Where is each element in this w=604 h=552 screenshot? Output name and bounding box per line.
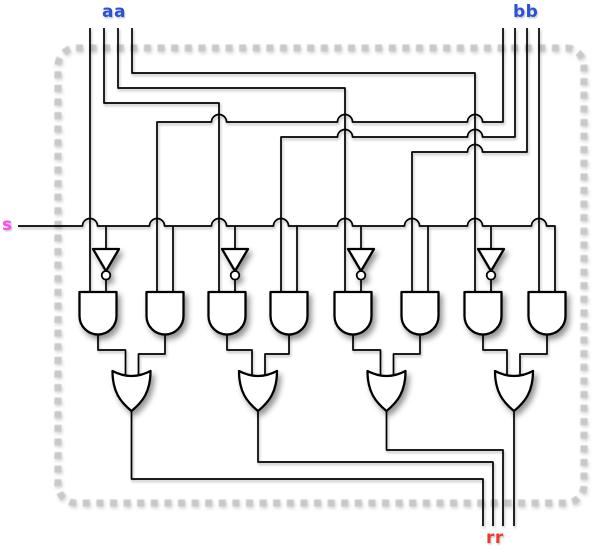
gate-layer xyxy=(78,247,567,413)
inverter-gate-4 xyxy=(476,247,506,273)
or-gate-4 xyxy=(493,369,535,413)
or-gate-2 xyxy=(237,369,279,413)
or-gate-3 xyxy=(366,369,407,413)
and-gate-6 xyxy=(400,290,440,336)
and-gate-1 xyxy=(78,290,118,336)
wire-30 xyxy=(385,410,504,526)
wire-24 xyxy=(352,334,382,380)
inverter-bubble-3 xyxy=(355,270,367,281)
wire-layer xyxy=(18,28,556,526)
wire-28 xyxy=(130,410,484,526)
inverter-bubble-4 xyxy=(485,270,497,281)
wire-1 xyxy=(103,28,220,294)
wire-26 xyxy=(482,334,508,380)
inverter-gate-1 xyxy=(91,247,121,273)
wire-5 xyxy=(280,28,516,294)
and-gate-2 xyxy=(145,290,185,336)
wire-8 xyxy=(18,217,556,294)
inverter-gate-2 xyxy=(220,247,250,273)
and-gate-4 xyxy=(269,290,309,336)
wire-25 xyxy=(392,334,421,380)
inverter-bubble-1 xyxy=(100,270,112,281)
wire-4 xyxy=(156,28,504,294)
inverter-gate-3 xyxy=(346,247,376,273)
input-bus-label-aa: aa xyxy=(102,2,126,22)
wire-6 xyxy=(411,28,528,294)
select-input-label-s: s xyxy=(2,215,13,235)
wire-21 xyxy=(137,334,166,380)
input-bus-label-bb: bb xyxy=(513,2,539,22)
output-bus-label-rr: rr xyxy=(486,528,504,548)
wire-23 xyxy=(264,334,290,380)
and-gate-8 xyxy=(527,290,567,336)
and-gate-7 xyxy=(463,290,503,336)
dashed-border-rect xyxy=(54,44,588,507)
wire-27 xyxy=(519,334,548,380)
wire-20 xyxy=(97,334,127,380)
wire-2 xyxy=(117,28,346,294)
inverter-bubble-2 xyxy=(229,270,241,281)
wire-3 xyxy=(131,28,476,294)
dashed-boundary xyxy=(54,44,588,507)
wire-22 xyxy=(226,334,253,380)
or-gate-1 xyxy=(111,369,152,413)
and-gate-3 xyxy=(207,290,247,336)
and-gate-5 xyxy=(333,290,373,336)
wire-29 xyxy=(257,410,494,526)
